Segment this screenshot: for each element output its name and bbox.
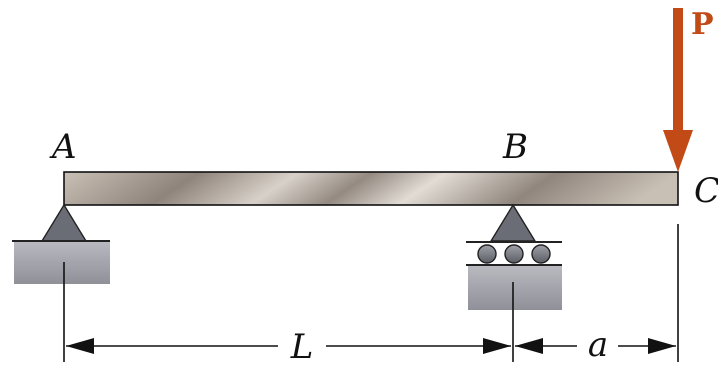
dim-arrow-left-l	[66, 338, 94, 354]
load-label: P	[691, 7, 714, 42]
roller-wheel-3	[531, 244, 551, 264]
point-b-label: B	[502, 127, 528, 167]
beam	[63, 171, 679, 206]
overhang-length-label: a	[588, 325, 608, 365]
roller-wheel-2	[504, 244, 524, 264]
ground-block-b	[468, 266, 562, 310]
roller-wheel-1	[477, 244, 497, 264]
pin-support-a	[12, 203, 110, 284]
ground-block-a	[14, 242, 110, 284]
load-arrow-head	[663, 130, 693, 172]
point-a-label: A	[49, 127, 77, 167]
dim-arrow-left-a	[515, 338, 543, 354]
dim-arrow-right-a	[648, 338, 676, 354]
load-arrow	[663, 8, 693, 172]
load-arrow-shaft	[673, 8, 683, 134]
pin-triangle	[40, 203, 88, 242]
dimension-l: L	[66, 327, 511, 365]
span-length-label: L	[290, 327, 314, 365]
roller-support-b	[466, 203, 562, 310]
dimension-a: a	[515, 325, 676, 365]
dim-arrow-right-l	[483, 338, 511, 354]
roller-triangle	[489, 203, 537, 242]
point-c-label: C	[694, 171, 718, 211]
